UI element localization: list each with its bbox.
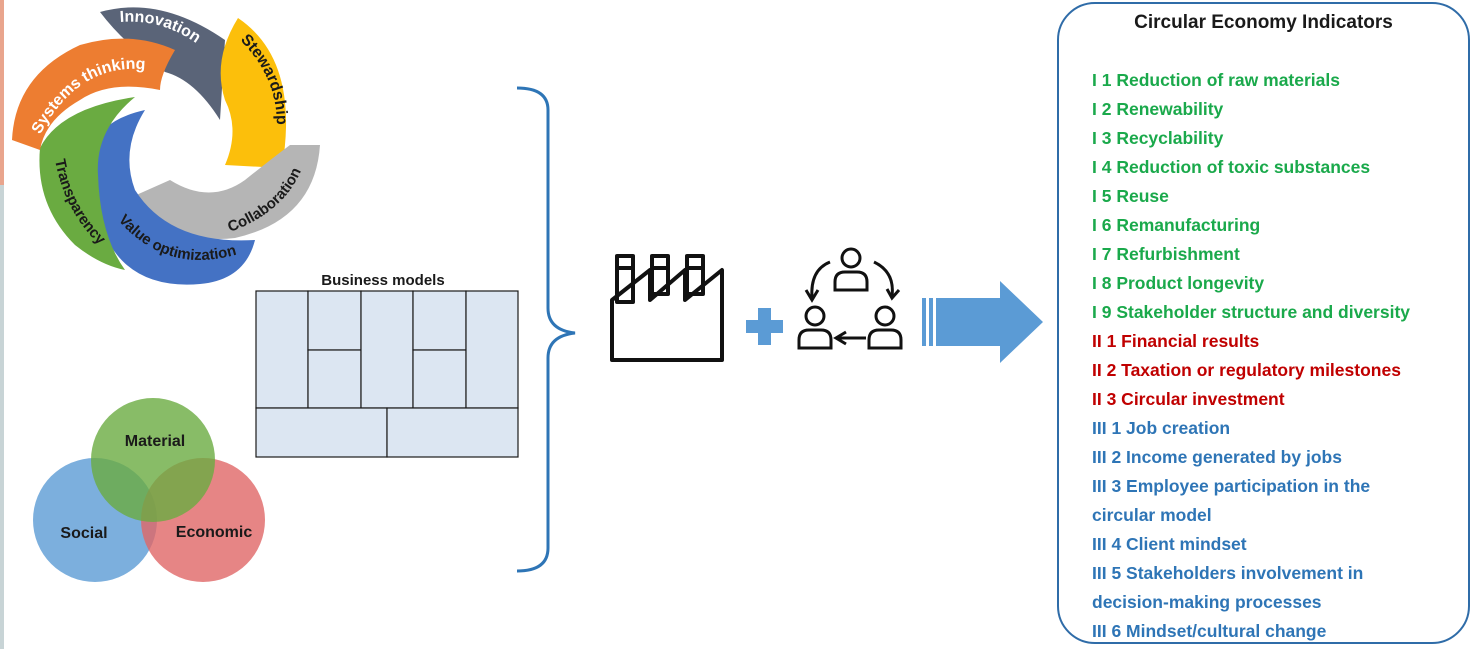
curly-bracket [516, 86, 576, 573]
venn-label-material: Material [125, 433, 185, 450]
bm-cell [412, 349, 467, 409]
factory-icon [603, 248, 731, 364]
plus-icon [746, 308, 783, 345]
indicator-item: III 1 Job creation [1092, 418, 1231, 438]
bm-cell [465, 290, 519, 409]
venn-circle-material [91, 398, 215, 522]
indicator-item: III 4 Client mindset [1092, 534, 1247, 554]
venn-diagram: Material Social Economic [33, 398, 265, 582]
indicator-item: III 6 Mindset/cultural change [1092, 621, 1327, 641]
left-edge-accent [0, 0, 4, 185]
indicator-item: I 2 Renewability [1092, 99, 1224, 119]
bm-cell [412, 290, 467, 351]
wheel-segment-collaboration [125, 145, 320, 239]
principles-wheel: Innovation Stewardship Collaboration Val… [12, 7, 320, 285]
indicator-item: I 4 Reduction of toxic substances [1092, 157, 1371, 177]
indicator-item: I 7 Refurbishment [1092, 244, 1240, 264]
venn-label-economic: Economic [176, 524, 253, 541]
bm-cell [255, 407, 388, 458]
indicator-item: II 1 Financial results [1092, 331, 1260, 351]
indicator-item: II 2 Taxation or regulatory milestones [1092, 360, 1401, 380]
indicators-title: Circular Economy Indicators [1134, 12, 1393, 33]
indicators-panel: Circular Economy Indicators I 1 Reductio… [1057, 2, 1470, 644]
bm-cell [307, 349, 362, 409]
business-models-title: Business models [321, 272, 444, 289]
wheel-segment-systems-thinking [12, 38, 175, 150]
wheel-segment-value-optimization [90, 110, 256, 285]
bm-cell [307, 290, 362, 351]
bm-cell [360, 290, 414, 409]
indicator-item: decision-making processes [1092, 592, 1322, 612]
wheel-segment-stewardship [220, 18, 287, 168]
indicator-item: III 2 Income generated by jobs [1092, 447, 1342, 467]
indicator-item: III 3 Employee participation in the [1092, 476, 1371, 496]
venn-label-social: Social [60, 525, 107, 542]
indicator-item: I 3 Recyclability [1092, 128, 1224, 148]
bm-cell [386, 407, 519, 458]
wheel-segment-transparency [39, 97, 135, 270]
collaboration-cycle-icon [792, 240, 910, 360]
business-model-canvas: Business models [255, 272, 519, 458]
indicator-item: I 1 Reduction of raw materials [1092, 70, 1340, 90]
indicator-item: I 8 Product longevity [1092, 273, 1265, 293]
indicator-item: I 6 Remanufacturing [1092, 215, 1261, 235]
indicator-item: I 5 Reuse [1092, 186, 1169, 206]
bm-cell [255, 290, 309, 409]
arrow-to-indicators [922, 281, 1043, 363]
left-edge-strip [0, 0, 4, 649]
indicator-item: III 5 Stakeholders involvement in [1092, 563, 1364, 583]
indicator-item: II 3 Circular investment [1092, 389, 1285, 409]
indicator-item: circular model [1092, 505, 1212, 525]
indicator-item: I 9 Stakeholder structure and diversity [1092, 302, 1411, 322]
